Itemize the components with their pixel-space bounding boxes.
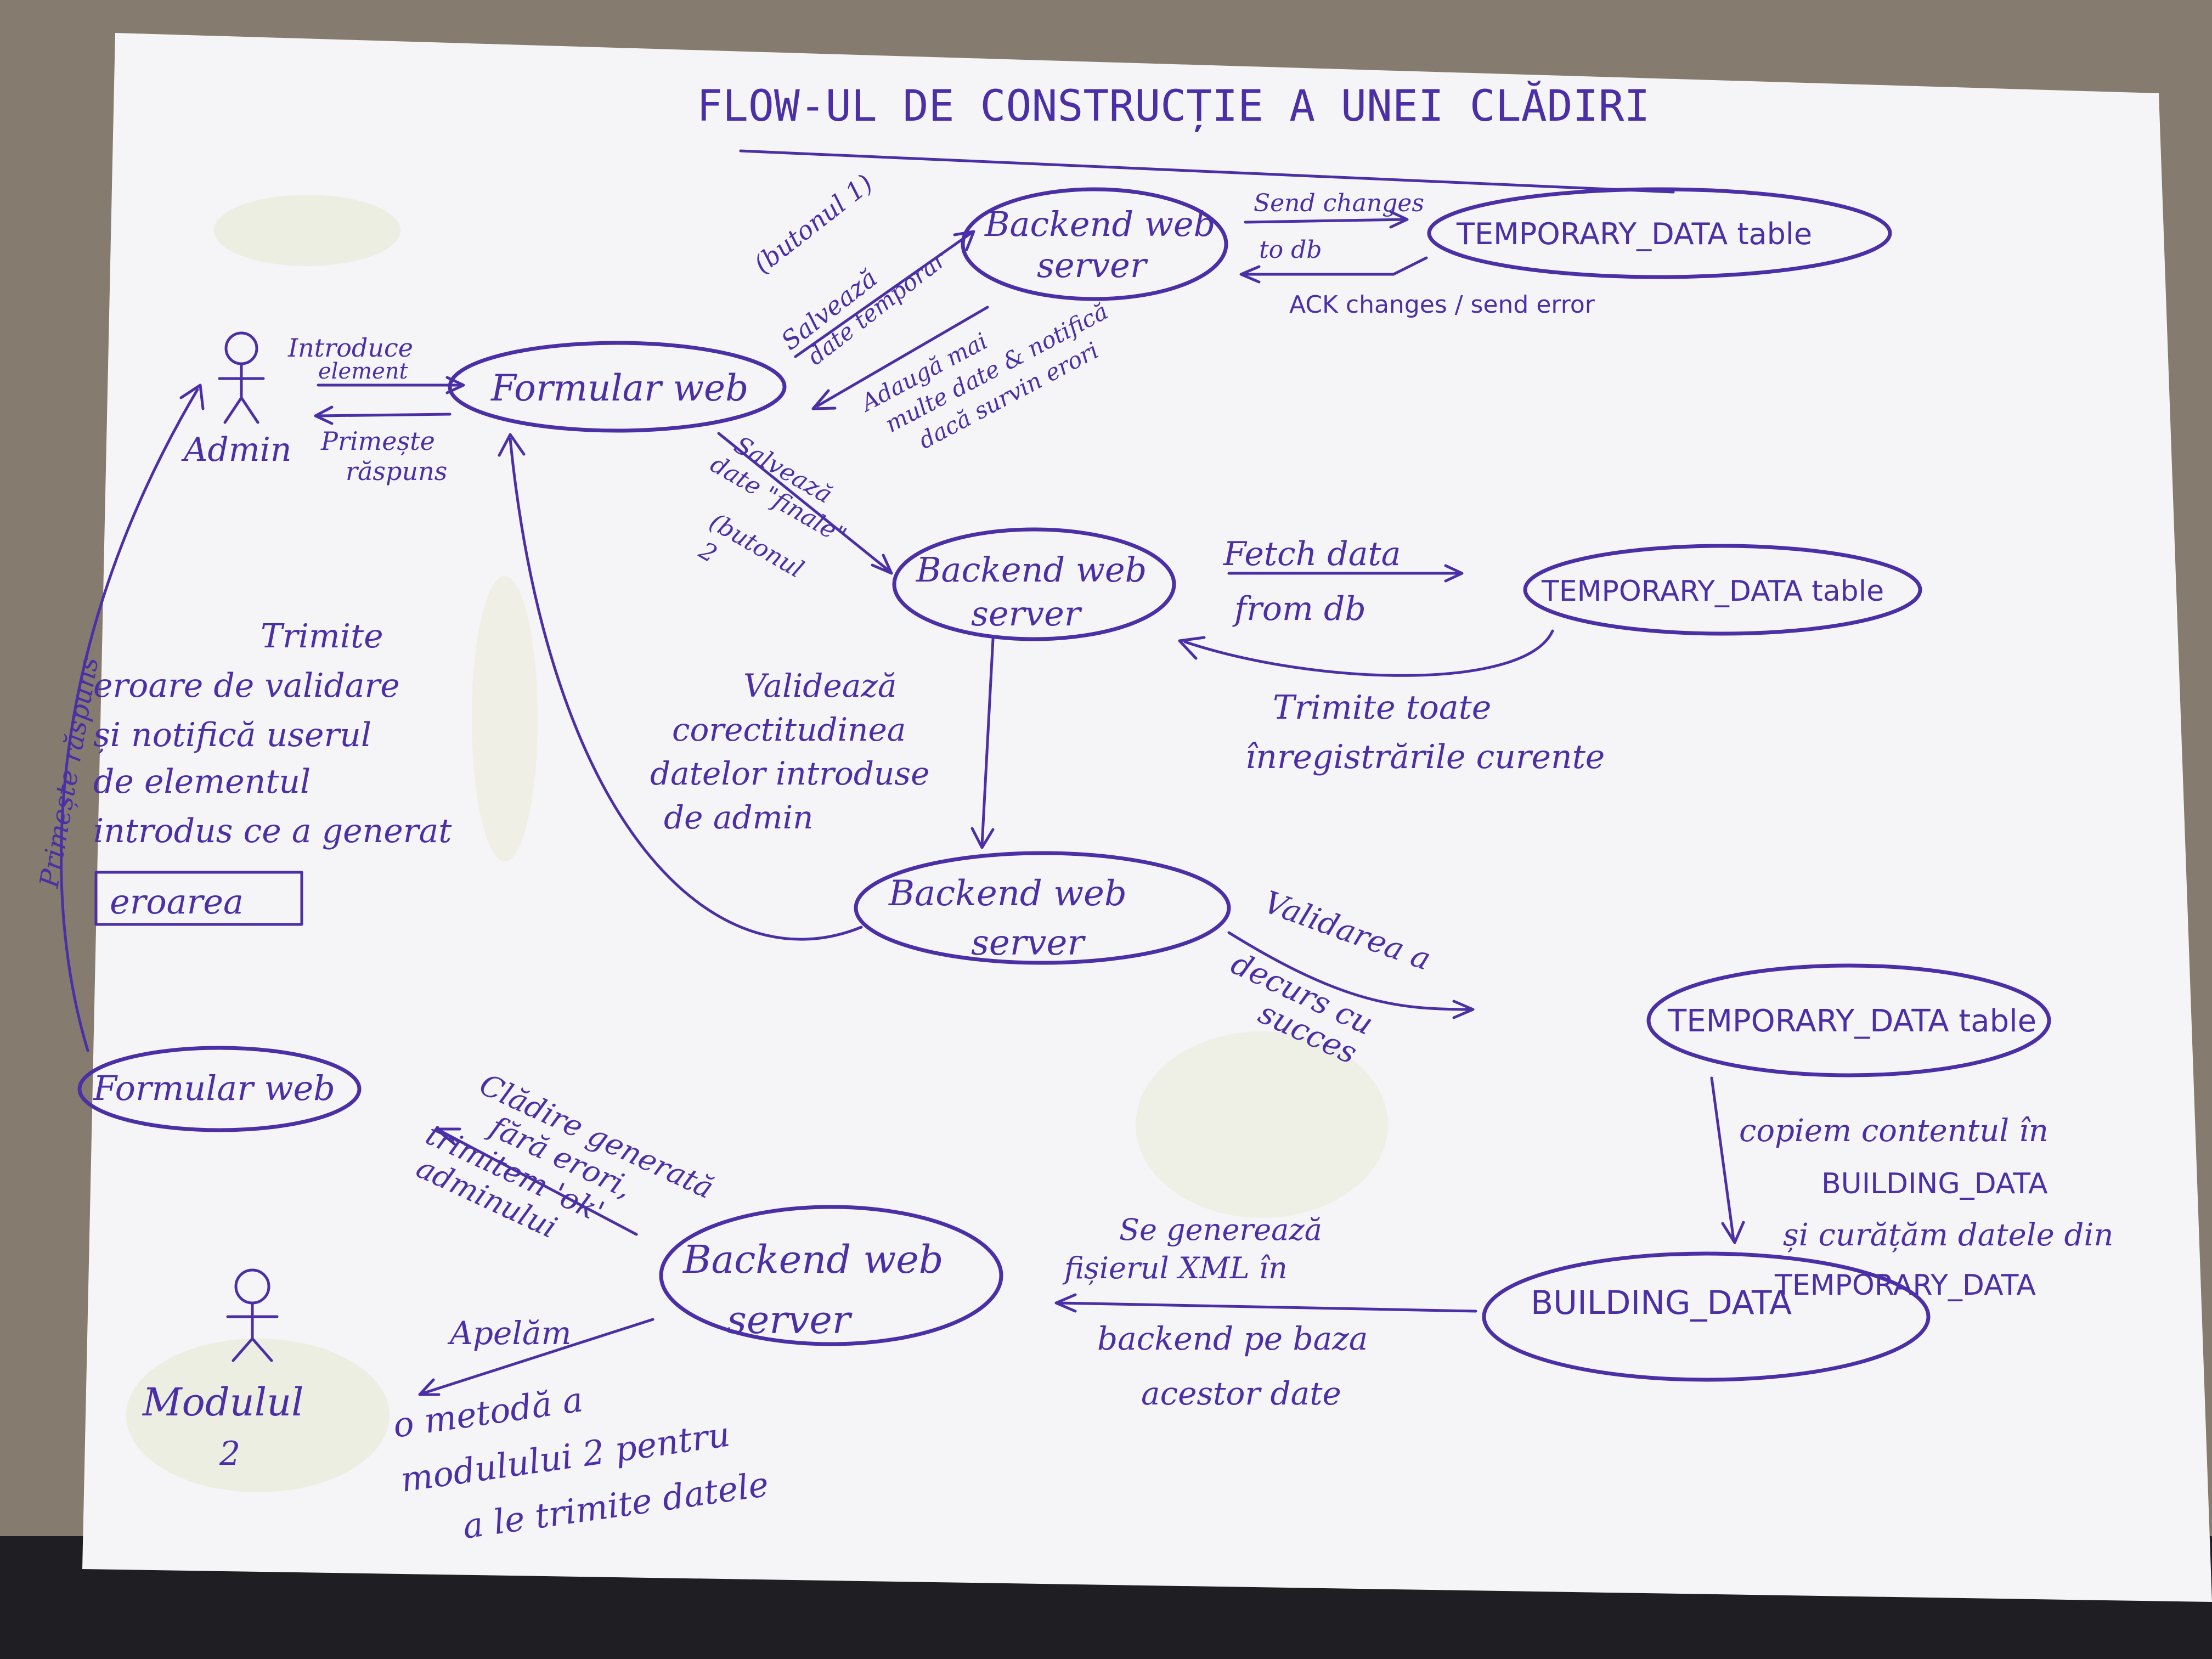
se-genereaza-line1: Se generează <box>1119 1212 1322 1247</box>
arrow-backend-1-to-form <box>811 306 989 410</box>
copiem-line2: BUILDING_DATA <box>1821 1167 2048 1200</box>
trimite-eroare-line3: și notifică userul <box>93 716 371 754</box>
backend-3-line2: server <box>971 923 1086 963</box>
arrow-backend-4-to-module2 <box>418 1318 654 1396</box>
backend-pe-baza-line2: acestor date <box>1141 1375 1341 1412</box>
introduce-element-line1: Introduce <box>287 333 413 363</box>
backend-pe-baza-line1: backend pe baza <box>1097 1320 1368 1357</box>
arrow-form-to-backend-2 <box>717 432 893 575</box>
arrow-form-to-admin <box>314 405 452 425</box>
form-web-top-label: Formular web <box>490 367 748 409</box>
form-web-bottom-label: Formular web <box>93 1068 335 1108</box>
se-genereaza-line2: fișierul XML în <box>1062 1251 1288 1285</box>
introduce-element-line2: element <box>318 359 409 384</box>
backend-3-line1: Backend web <box>888 873 1127 914</box>
ack-changes-label: ACK changes / send error <box>1289 291 1595 319</box>
arrow-backend-3-to-temp-3 <box>1227 931 1475 1019</box>
trimite-eroare-line5: introdus ce a generat <box>93 812 452 850</box>
valideaza-line4: de admin <box>664 799 814 836</box>
admin-label: Admin <box>181 431 291 469</box>
send-changes-line1: Send changes <box>1254 189 1424 217</box>
arrow-temp-3-to-building <box>1710 1076 1745 1244</box>
building-data-label: BUILDING_DATA <box>1531 1284 1792 1322</box>
backend-1-node <box>961 187 1228 301</box>
temp-table-3-label: TEMPORARY_DATA table <box>1667 1003 2036 1039</box>
trimite-eroare-line1: Trimite <box>261 617 383 656</box>
title-underline <box>739 149 1675 194</box>
backend-1-line2: server <box>1037 245 1148 285</box>
primeste-raspuns-top-line2: răspuns <box>346 456 447 486</box>
eroarea-box <box>94 871 303 926</box>
backend-3-node <box>854 851 1231 965</box>
temp-table-3-node <box>1646 963 2051 1077</box>
copiem-line4: TEMPORARY_DATA <box>1774 1269 2036 1302</box>
arrow-backend-2-to-backend-3 <box>970 637 995 849</box>
admin-stick-figure <box>218 331 265 424</box>
valideaza-line3: datelor introduse <box>650 755 929 792</box>
form-web-bottom-node <box>77 1046 362 1132</box>
apelam-line1: Apelăm <box>447 1314 571 1352</box>
backend-2-node <box>892 527 1176 641</box>
valideaza-line2: corectitudinea <box>672 711 906 748</box>
valideaza-line1: Validează <box>743 667 896 704</box>
arrow-backend-2-to-temp-2 <box>1227 564 1464 583</box>
backend-2-line1: Backend web <box>916 550 1147 590</box>
trimite-eroare-line4: de elementul <box>93 763 311 801</box>
building-data-node <box>1482 1251 1931 1382</box>
copiem-line3: și curățăm datele din <box>1783 1217 2113 1253</box>
arrow-form-to-backend-1 <box>794 230 975 358</box>
backend-4-line2: server <box>727 1297 853 1342</box>
arrow-temp-2-to-backend-2 <box>1178 629 1554 677</box>
backend-2-line2: server <box>971 594 1082 634</box>
primeste-raspuns-top-line1: Primește <box>320 426 435 456</box>
arrow-backend-3-to-form <box>498 433 863 941</box>
module-2-line1: Modulul <box>142 1380 304 1425</box>
arrow-backend-4-to-form-bottom <box>435 1127 638 1236</box>
backend-1-line1: Backend web <box>984 204 1215 244</box>
arrow-form-bottom-to-admin <box>60 383 205 1052</box>
eroarea-label: eroarea <box>110 882 244 922</box>
send-changes-line2: to db <box>1259 236 1322 264</box>
backend-4-node <box>659 1205 1003 1346</box>
temp-table-1-node <box>1427 187 1892 279</box>
arrow-building-to-backend-4 <box>1054 1293 1477 1313</box>
temp-table-2-node <box>1523 544 1922 636</box>
arrow-backend-1-to-temp-1 <box>1244 210 1409 229</box>
trimite-toate-line1: Trimite toate <box>1273 689 1491 727</box>
fetch-data-line2: from db <box>1232 590 1366 628</box>
module-2-stick-figure <box>226 1268 279 1362</box>
trimite-toate-line2: înregistrările curente <box>1245 738 1605 776</box>
module-2-line2: 2 <box>219 1435 240 1473</box>
temp-table-2-label: TEMPORARY_DATA table <box>1541 575 1884 608</box>
arrow-temp-1-to-backend-1 <box>1239 256 1428 284</box>
copiem-line1: copiem contentul în <box>1739 1113 2049 1149</box>
backend-4-line1: Backend web <box>682 1237 944 1282</box>
temp-table-1-label: TEMPORARY_DATA table <box>1456 217 1812 251</box>
paper-sheet <box>82 33 2212 1602</box>
glue-smudge <box>1136 1031 1388 1218</box>
arrow-admin-to-form <box>317 376 465 394</box>
glue-smudge <box>126 1339 390 1492</box>
fetch-data-line1: Fetch data <box>1223 535 1401 573</box>
glue-smudge <box>472 576 538 861</box>
trimite-eroare-line2: eroare de validare <box>93 667 400 705</box>
page-title: FLOW-UL DE CONSTRUCȚIE A UNEI CLĂDIRI <box>697 81 1650 132</box>
glue-smudge <box>214 195 400 266</box>
form-web-top-node <box>448 341 787 433</box>
